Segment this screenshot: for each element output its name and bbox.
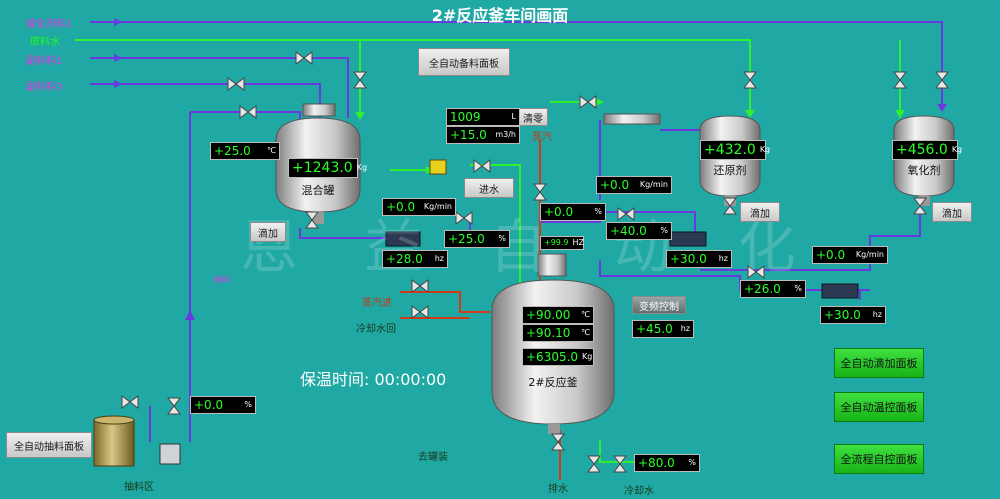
full-process-panel-button[interactable]: 全流程自控面板 (834, 444, 924, 474)
hold-time-display: 保温时间: 00:00:00 (300, 370, 447, 389)
feed-label-water: 原料水 (30, 37, 60, 48)
drain-label: 排水 (548, 484, 568, 495)
auto-batching-panel-button[interactable]: 全自动备料面板 (418, 48, 510, 76)
reactor-name: 2#反应釜 (528, 376, 578, 389)
oxidizer-tank-name: 氧化剂 (907, 164, 941, 177)
pump-tag-label: 抽料 (214, 275, 230, 284)
vfd-control-button[interactable]: 变频控制 (632, 296, 686, 314)
reactor-temp-2: +90.10℃ (522, 324, 594, 342)
mix-drop-button[interactable]: 滴加 (250, 222, 286, 242)
pump-area-valve: +0.0% (190, 396, 256, 414)
oxidizer-valve: +26.0% (740, 280, 806, 298)
steam-label: 蒸汽 (532, 132, 552, 143)
to-tank-label: 去罐装 (418, 452, 448, 463)
reactor-temp-1: +90.00℃ (522, 306, 594, 324)
water-in-button[interactable]: 进水 (464, 178, 514, 198)
steam-in-label: 蒸汽进 (362, 298, 392, 309)
cooling-return-label: 冷却水回 (356, 324, 396, 335)
cooling-valve: +80.0% (634, 454, 700, 472)
clear-button[interactable]: 清零 (518, 108, 548, 126)
page-title: 2#反应釜车间画面 (431, 6, 569, 25)
steam-valve: +0.0% (540, 203, 606, 221)
watermark-text: 恩 益 自 动 化 (240, 213, 820, 281)
feed-label-aux1: 副料料1 (26, 56, 63, 67)
reducer-drop-button[interactable]: 滴加 (740, 202, 780, 222)
feed-label-catalyst: 催化剂料1 (26, 19, 73, 30)
oxidizer-drop-button[interactable]: 滴加 (932, 202, 972, 222)
auto-pumping-panel-button[interactable]: 全自动抽料面板 (6, 432, 92, 458)
cooling-water-label: 冷却水 (624, 486, 654, 497)
auto-dropping-panel-button[interactable]: 全自动滴加面板 (834, 348, 924, 378)
reducer-tank-name: 还原剂 (713, 164, 747, 177)
feed-label-aux3: 副料料3 (26, 82, 63, 93)
mix-feed-valve: +25.0% (444, 230, 510, 248)
mixing-tank-temp: +25.0℃ (210, 142, 280, 160)
reducer-valve: +40.0% (606, 222, 672, 240)
mixing-tank-name: 混合罐 (301, 184, 335, 197)
pump-area-label: 抽料区 (124, 482, 154, 493)
auto-temp-panel-button[interactable]: 全自动温控面板 (834, 392, 924, 422)
